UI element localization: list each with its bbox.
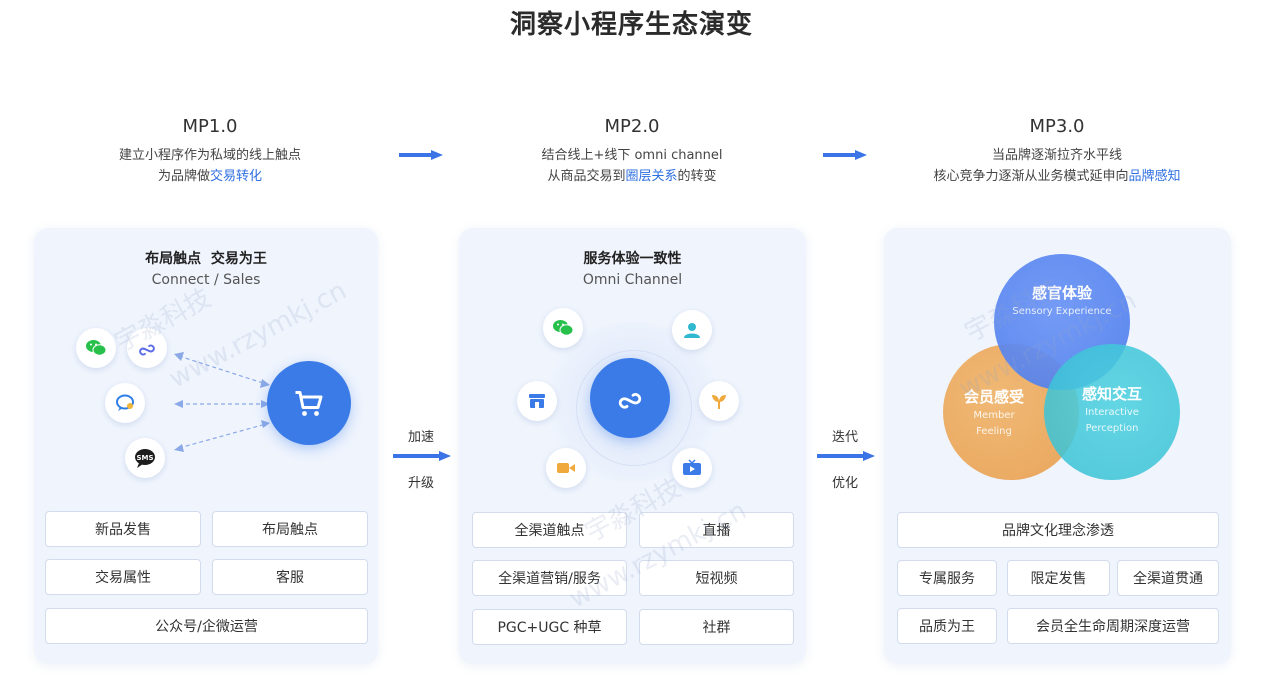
tag-item: 布局触点 — [212, 511, 368, 547]
stage-desc-line2: 为品牌做交易转化 — [157, 169, 263, 184]
arrow-right-icon — [823, 150, 867, 160]
stage-title: MP1.0 — [182, 116, 238, 137]
stage-desc-line2: 核心竞争力逐渐从业务模式延申向品牌感知 — [933, 169, 1181, 184]
wechat-icon — [543, 308, 583, 348]
tv-icon — [672, 448, 712, 488]
tag-item: 客服 — [212, 559, 368, 595]
tag-item: 新品发售 — [45, 511, 201, 547]
panel-title: 布局触点 交易为王 — [145, 251, 267, 267]
tag-item: 品质为王 — [897, 608, 997, 644]
svg-text:SMS: SMS — [136, 454, 153, 462]
chat-bubble-icon — [105, 383, 145, 423]
wechat-icon — [76, 328, 116, 368]
stage-title: MP3.0 — [1029, 116, 1085, 137]
tag-item: 直播 — [639, 512, 794, 548]
arrow-right-icon — [399, 150, 443, 160]
stage-desc-line1: 当品牌逐渐拉齐水平线 — [991, 148, 1122, 163]
miniprogram-icon — [127, 328, 167, 368]
miniprogram-icon — [590, 358, 670, 438]
arrow-right-icon — [817, 451, 875, 461]
stage-desc-line1: 建立小程序作为私域的线上触点 — [118, 148, 301, 163]
user-icon — [672, 310, 712, 350]
panel-subtitle: Connect / Sales — [151, 272, 261, 288]
transition-label-bottom: 优化 — [832, 476, 859, 491]
stage-mp2: MP2.0 结合线上+线下 omni channel 从商品交易到圈层关系的转变 — [452, 116, 812, 187]
highlight-text: 交易转化 — [210, 169, 263, 184]
stage-desc-line1: 结合线上+线下 omni channel — [541, 148, 723, 163]
panel-title: 服务体验一致性 — [583, 251, 682, 267]
sms-icon: SMS — [125, 438, 165, 478]
stage-desc-line2: 从商品交易到圈层关系的转变 — [547, 169, 717, 184]
tag-item: 限定发售 — [1007, 560, 1110, 596]
tag-item: 社群 — [639, 609, 794, 645]
stage-mp3: MP3.0 当品牌逐渐拉齐水平线 核心竞争力逐渐从业务模式延申向品牌感知 — [877, 116, 1237, 187]
orbit-ring — [576, 350, 692, 466]
tag-item: 短视频 — [639, 560, 794, 596]
transition-label-top: 加速 — [408, 430, 435, 445]
highlight-text: 品牌感知 — [1128, 169, 1181, 184]
tag-item: 全渠道营销/服务 — [472, 560, 627, 596]
highlight-text: 圈层关系 — [625, 169, 678, 184]
arrow-right-icon — [393, 451, 451, 461]
panel-mp1: 布局触点 交易为王 Connect / Sales SMS 新品发售 布局触点 … — [34, 228, 378, 664]
panel-mp2: 服务体验一致性 Omni Channel 全渠道触点 直播 全渠道营销/服务 短… — [459, 228, 806, 664]
panel-subtitle: Omni Channel — [582, 272, 683, 288]
page-title: 洞察小程序生态演变 — [509, 10, 753, 40]
connector-lines — [174, 352, 270, 452]
tag-item: 品牌文化理念渗透 — [897, 512, 1219, 548]
store-icon — [517, 381, 557, 421]
venn-circle-interactive: 感知交互 Interactive Perception — [1044, 344, 1180, 480]
video-icon — [546, 448, 586, 488]
tag-item: PGC+UGC 种草 — [472, 609, 627, 645]
stage-mp1: MP1.0 建立小程序作为私域的线上触点 为品牌做交易转化 — [30, 116, 390, 187]
panel-mp3: 会员感受 Member Feeling 感官体验 Sensory Experie… — [884, 228, 1231, 664]
transition-label-bottom: 升级 — [408, 476, 435, 491]
tag-item: 公众号/企微运营 — [45, 608, 368, 644]
tag-item: 交易属性 — [45, 559, 201, 595]
tag-item: 会员全生命周期深度运营 — [1007, 608, 1219, 644]
tag-item: 全渠道贯通 — [1117, 560, 1219, 596]
cart-icon — [267, 361, 351, 445]
tag-item: 专属服务 — [897, 560, 997, 596]
transition-label-top: 迭代 — [832, 430, 859, 445]
tag-item: 全渠道触点 — [472, 512, 627, 548]
stage-title: MP2.0 — [604, 116, 660, 137]
plant-icon — [699, 381, 739, 421]
